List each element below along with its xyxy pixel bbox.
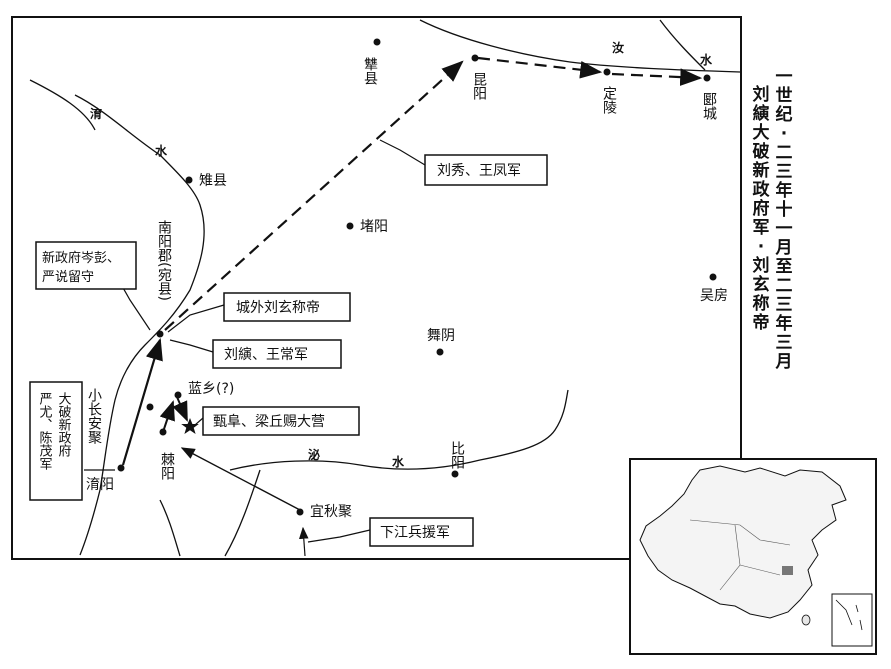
dot-jiyang bbox=[159, 428, 167, 436]
route-kunyang-dingling bbox=[477, 56, 603, 79]
label-wufang: 吴房 bbox=[700, 288, 728, 304]
river-label-ying: 淯 bbox=[90, 106, 102, 121]
river-label-ru: 汝 bbox=[612, 40, 624, 55]
callout-chengwai: 城外刘玄称帝 bbox=[236, 299, 320, 316]
callout-zhenfu: 甄阜、梁丘赐大营 bbox=[213, 413, 325, 430]
callout-xinzhengfu-2: 严说留守 bbox=[42, 270, 94, 285]
bi-river bbox=[229, 389, 569, 471]
ying-river bbox=[74, 94, 205, 556]
callout-dapo-col2: 严尤、陈茂军 bbox=[37, 392, 53, 470]
dot-lanxiang bbox=[174, 391, 182, 399]
dot-xiaochang bbox=[146, 403, 154, 411]
label-dingling: 定陵 bbox=[601, 86, 617, 114]
river-label-ying-shui: 水 bbox=[155, 143, 168, 158]
label-zhixian: 雉县 bbox=[199, 173, 227, 189]
label-kunyang: 昆阳 bbox=[471, 72, 487, 100]
camp-star-icon bbox=[181, 418, 199, 434]
china-outline bbox=[639, 465, 847, 619]
dot-dingling bbox=[603, 68, 611, 76]
river-label-bi: 泌 bbox=[308, 447, 320, 462]
tributary-left bbox=[29, 79, 96, 131]
label-xiaochang: 小长安聚 bbox=[86, 388, 102, 445]
dot-yuyang bbox=[117, 464, 125, 472]
routes bbox=[121, 56, 703, 511]
dot-zhixian bbox=[185, 176, 193, 184]
river-label-bi-shui: 水 bbox=[392, 454, 405, 469]
label-yuyang: 淯阳 bbox=[86, 477, 114, 493]
dot-nanyang bbox=[156, 330, 164, 338]
label-lanxiang: 蓝乡(?) bbox=[188, 381, 234, 397]
leader-lines bbox=[84, 139, 426, 557]
route-jiyang-lanxiang bbox=[159, 400, 175, 433]
callouts: 刘秀、王凤军 新政府岑彭、 严说留守 城外刘玄称帝 刘縯、王常军 甄阜、梁丘赐大… bbox=[29, 154, 548, 547]
dot-wufang bbox=[709, 273, 717, 281]
callout-liuyan: 刘縯、王常军 bbox=[224, 347, 308, 363]
tributary-right bbox=[224, 469, 261, 557]
label-yiqiu: 宜秋聚 bbox=[310, 504, 352, 520]
label-yexian: 犨县 bbox=[362, 57, 378, 85]
map-subtitle: 刘縯大破新政府军·刘玄称帝 bbox=[752, 85, 770, 333]
route-lanxiang-camp bbox=[172, 396, 188, 422]
label-duyang: 堵阳 bbox=[360, 219, 388, 235]
route-liuxiu bbox=[164, 60, 464, 331]
river-label-ru-shui: 水 bbox=[700, 52, 713, 67]
dot-yancheng bbox=[703, 74, 711, 82]
label-yancheng: 郾城 bbox=[701, 92, 717, 121]
tributary-lower bbox=[159, 499, 181, 557]
china-inset-map bbox=[629, 458, 877, 655]
map-frame bbox=[11, 16, 742, 560]
map-title: 一世纪·二三年十一月至二三年三月 bbox=[775, 67, 793, 372]
label-wuyin: 舞阴 bbox=[427, 328, 455, 344]
callout-xinzhengfu-1: 新政府岑彭、 bbox=[42, 250, 120, 266]
label-biyang: 比阳 bbox=[449, 441, 465, 469]
ru-river bbox=[419, 19, 741, 73]
dot-duyang bbox=[346, 222, 354, 230]
callout-xiajiang: 下江兵援军 bbox=[380, 525, 450, 541]
dot-yexian bbox=[373, 38, 381, 46]
river-labels: 淯 水 汝 水 泌 水 bbox=[90, 40, 713, 469]
place-dots bbox=[117, 38, 717, 516]
tributary-top bbox=[659, 19, 706, 71]
label-jiyang: 棘阳 bbox=[159, 452, 175, 480]
dot-biyang bbox=[451, 470, 459, 478]
route-dingling-yancheng bbox=[611, 68, 703, 86]
label-nanyang: 南阳郡(宛县) bbox=[156, 220, 172, 301]
dot-kunyang bbox=[471, 54, 479, 62]
route-yiqiu-jiyang bbox=[180, 447, 301, 511]
callout-dapo-col1: 大破新政府 bbox=[56, 392, 72, 458]
route-yuyang-nanyang bbox=[121, 337, 163, 466]
dot-wuyin bbox=[436, 348, 444, 356]
region-highlight bbox=[782, 566, 793, 575]
dot-yiqiu bbox=[296, 508, 304, 516]
place-labels: 犨县 昆阳 定陵 郾城 雉县 堵阳 吴房 舞阴 比阳 南阳郡(宛县) 小长安聚 … bbox=[86, 57, 728, 520]
callout-liuxiu: 刘秀、王凤军 bbox=[437, 163, 521, 179]
